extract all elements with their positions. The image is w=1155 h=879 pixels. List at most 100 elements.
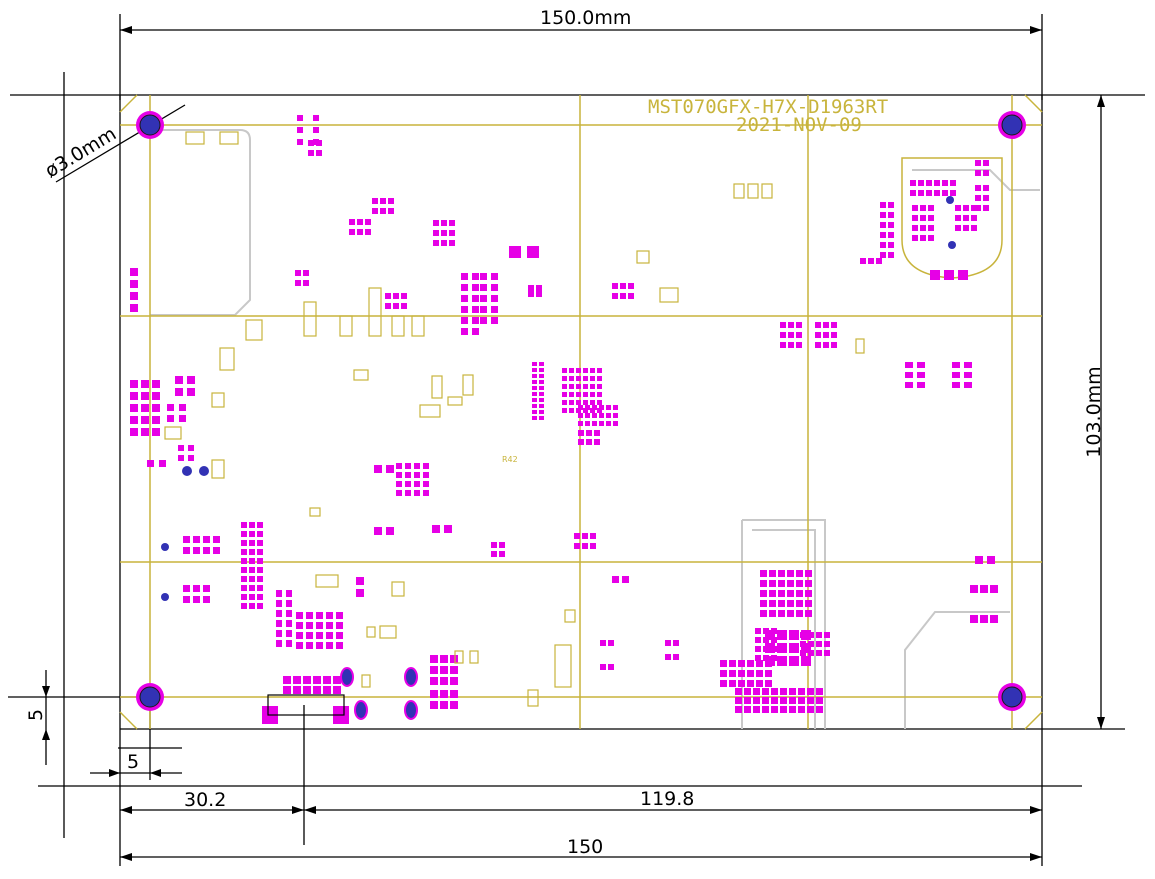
pad	[130, 392, 138, 400]
pad	[578, 413, 583, 418]
pad	[257, 594, 263, 600]
pad	[597, 376, 602, 381]
pad	[613, 413, 618, 418]
pad	[729, 660, 736, 667]
pad	[293, 676, 301, 684]
component-outline	[636, 250, 650, 264]
pad	[815, 322, 821, 328]
pad	[612, 283, 618, 289]
pad	[942, 180, 948, 186]
pad	[760, 600, 767, 607]
pad	[574, 533, 580, 539]
pad	[472, 273, 479, 280]
pad	[283, 676, 291, 684]
pad	[532, 404, 537, 408]
pad	[472, 306, 479, 313]
pad	[583, 392, 588, 397]
pad	[789, 630, 799, 640]
pad	[147, 460, 154, 467]
pad	[430, 677, 438, 685]
pad	[388, 208, 394, 214]
pad	[326, 612, 333, 619]
pad	[771, 706, 778, 713]
pad	[316, 622, 323, 629]
pad	[586, 439, 592, 445]
pad	[152, 416, 160, 424]
dim-connector-offset-label: 30.2	[184, 789, 226, 811]
pad	[441, 240, 447, 246]
pad	[585, 405, 590, 410]
pad	[583, 400, 588, 405]
pad	[430, 655, 438, 663]
component-outline	[564, 609, 576, 623]
pad	[805, 590, 812, 597]
pad	[583, 376, 588, 381]
pad	[592, 405, 597, 410]
pad	[720, 670, 727, 677]
pad	[789, 688, 796, 695]
mounting-hole-top-left	[136, 111, 164, 139]
pad	[257, 531, 263, 537]
pad	[433, 230, 439, 236]
pad	[472, 284, 479, 291]
pad	[585, 413, 590, 418]
pad	[796, 580, 803, 587]
component-outline	[747, 183, 759, 199]
pad	[755, 637, 761, 643]
pad	[771, 697, 778, 704]
pad	[585, 421, 590, 426]
component-outline	[527, 689, 539, 707]
pad	[423, 481, 429, 487]
pad	[441, 220, 447, 226]
pad	[450, 701, 458, 709]
pad	[780, 342, 786, 348]
pad	[824, 641, 830, 647]
pad	[987, 556, 995, 564]
pad	[193, 596, 200, 603]
pad	[141, 416, 149, 424]
pad	[788, 322, 794, 328]
pad	[765, 643, 775, 653]
pad	[349, 229, 355, 235]
pad	[608, 640, 614, 646]
pad	[380, 208, 386, 214]
board-date-label: 2021-NOV-09	[736, 114, 862, 136]
pad	[823, 342, 829, 348]
component-outline	[454, 650, 464, 664]
pad	[805, 610, 812, 617]
pad	[800, 650, 806, 656]
pad	[193, 547, 200, 554]
pad	[440, 655, 448, 663]
pad	[590, 384, 595, 389]
pad	[528, 285, 534, 297]
dim-top-width-label: 150.0mm	[540, 7, 631, 29]
pad	[491, 295, 498, 302]
pad	[396, 481, 402, 487]
pad	[600, 664, 606, 670]
pad	[612, 576, 619, 583]
pad	[396, 472, 402, 478]
pad	[316, 150, 322, 156]
pad	[472, 317, 479, 324]
pad	[880, 252, 886, 258]
component-outline	[554, 644, 572, 688]
pad	[599, 421, 604, 426]
pad	[955, 215, 961, 221]
pad	[241, 531, 247, 537]
pad	[578, 430, 584, 436]
pad	[905, 362, 913, 368]
component-outlines	[164, 131, 865, 716]
component-outline	[379, 625, 397, 639]
pad	[509, 246, 521, 258]
pad	[801, 643, 811, 653]
pad	[910, 180, 916, 186]
pad	[576, 392, 581, 397]
component-outline	[309, 507, 321, 517]
pad	[306, 642, 313, 649]
component-outline	[447, 396, 463, 406]
pad	[622, 576, 629, 583]
pad	[796, 610, 803, 617]
pad	[316, 642, 323, 649]
pad	[297, 139, 303, 145]
